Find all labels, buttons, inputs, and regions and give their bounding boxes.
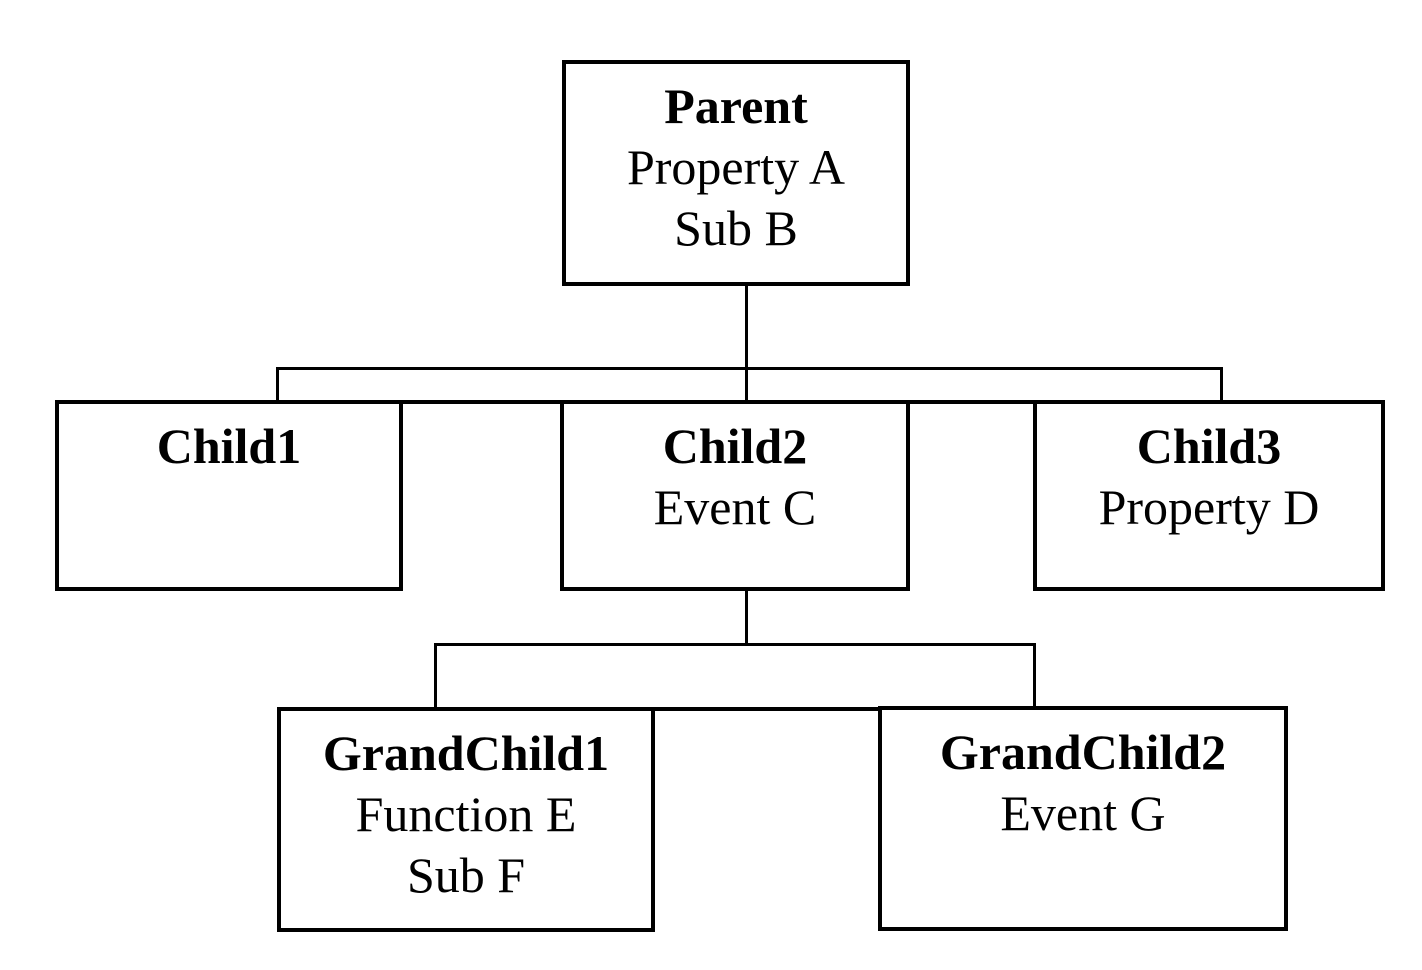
node-child2: Child2 Event C <box>560 400 910 591</box>
edge-grandchildren-bus <box>434 643 1036 646</box>
node-parent: Parent Property A Sub B <box>562 60 910 286</box>
edge-stub-child3 <box>1220 367 1223 404</box>
node-child1-title: Child1 <box>156 418 302 474</box>
node-child2-line2: Event C <box>653 479 817 535</box>
node-grandchild2-title: GrandChild2 <box>939 724 1227 780</box>
node-parent-line2: Property A <box>626 139 846 195</box>
node-grandchild1-line3: Sub F <box>406 847 526 903</box>
edge-row1-topline-gap-a <box>401 400 562 404</box>
edge-stub-child1 <box>276 367 279 404</box>
node-parent-line3: Sub B <box>674 200 798 256</box>
node-grandchild2: GrandChild2 Event G <box>878 706 1288 931</box>
edge-row2-topline-gap <box>651 707 880 711</box>
edge-parent-to-bus <box>745 283 748 404</box>
node-child2-title: Child2 <box>662 418 808 474</box>
edge-stub-grandchild2 <box>1033 643 1036 711</box>
node-child1: Child1 <box>55 400 403 591</box>
node-child3-title: Child3 <box>1136 418 1282 474</box>
node-grandchild1: GrandChild1 Function E Sub F <box>277 707 655 932</box>
node-grandchild2-line2: Event G <box>1000 785 1166 841</box>
node-child3: Child3 Property D <box>1033 400 1385 591</box>
node-child3-line2: Property D <box>1098 479 1320 535</box>
node-grandchild1-line2: Function E <box>355 786 577 842</box>
edge-children-bus <box>276 367 1223 370</box>
edge-stub-grandchild1 <box>434 643 437 711</box>
edge-child2-to-bus <box>745 588 748 646</box>
node-parent-title: Parent <box>664 78 808 134</box>
edge-row1-topline-gap-b <box>908 400 1035 404</box>
node-grandchild1-title: GrandChild1 <box>322 725 610 781</box>
